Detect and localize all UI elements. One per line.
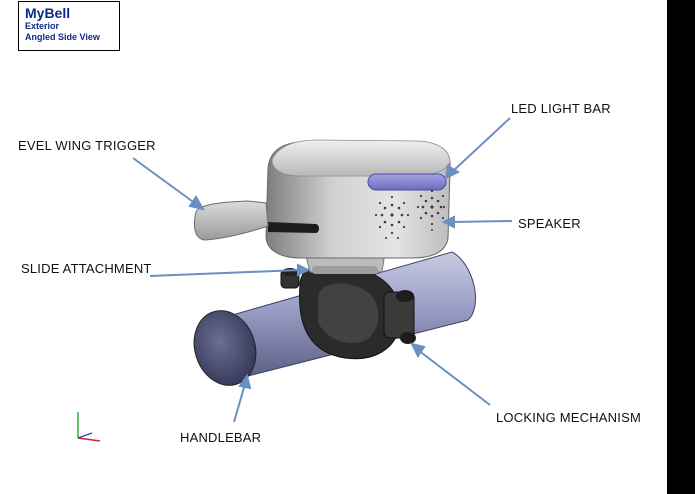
title-line-1: Exterior	[25, 21, 60, 31]
label-locking-mechanism: LOCKING MECHANISM	[496, 410, 641, 425]
arrow-led	[451, 117, 511, 173]
arrow-trigger	[132, 157, 197, 205]
bell-body	[265, 139, 451, 259]
led-light-bar	[367, 173, 447, 191]
label-slide-attachment: SLIDE ATTACHMENT	[21, 261, 152, 276]
arrow-handlebar	[233, 383, 246, 423]
arrow-speaker	[451, 220, 513, 223]
axis-triad	[77, 412, 101, 442]
label-handlebar: HANDLEBAR	[180, 430, 262, 445]
right-edge-bar	[667, 0, 695, 494]
label-led-light-bar: LED LIGHT BAR	[511, 101, 611, 116]
label-wing-trigger: EVEL WING TRIGGER	[18, 138, 156, 153]
speaker-grille-left	[374, 195, 410, 239]
wing-trigger	[193, 200, 269, 241]
clamp	[280, 264, 416, 360]
title-main: MyBell	[25, 5, 71, 21]
title-box: MyBell Exterior Angled Side View	[18, 1, 120, 51]
speaker-grille-right	[416, 189, 446, 231]
title-line-2: Angled Side View	[25, 32, 100, 42]
arrow-slide	[149, 269, 301, 277]
label-speaker: SPEAKER	[518, 216, 581, 231]
bell-illustration	[77, 117, 513, 442]
arrow-locking	[417, 349, 491, 406]
